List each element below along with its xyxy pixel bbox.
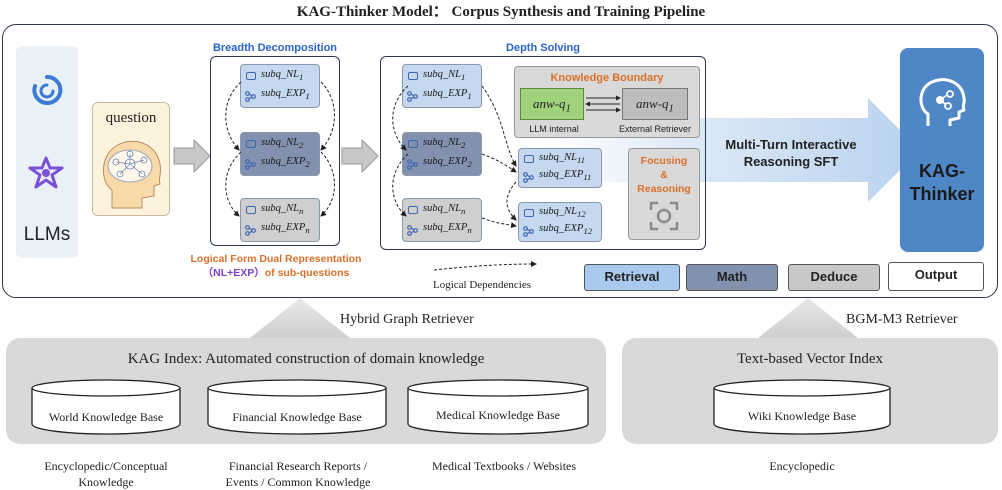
medical-kb-label: Medical Knowledge Base bbox=[436, 408, 560, 422]
branch-graph-icon bbox=[407, 225, 418, 236]
subq-exp: subq_EXP1 bbox=[261, 88, 310, 102]
hybrid-graph-retriever-label: Hybrid Graph Retriever bbox=[340, 312, 474, 327]
world-kb-label: World Knowledge Base bbox=[48, 410, 164, 424]
page-title: KAG-Thinker Model： Corpus Synthesis and … bbox=[296, 4, 706, 20]
subq-exp: subq_EXPn bbox=[423, 222, 472, 236]
logical-dependency-legend-arrow bbox=[433, 261, 537, 271]
depth-subq-n: subq_NLn subq_EXPn bbox=[402, 198, 482, 242]
chat-bubble-icon bbox=[524, 155, 534, 163]
subq-nl: subq_NL2 bbox=[423, 137, 466, 151]
depth-subq-1: subq_NL1 subq_EXP1 bbox=[402, 64, 482, 108]
subq-exp: subq_EXP2 bbox=[423, 156, 472, 170]
pipeline-frame bbox=[2, 24, 998, 298]
focusing-reasoning-label: Focusing & Reasoning bbox=[637, 155, 691, 195]
question-label: question bbox=[105, 110, 157, 126]
llms-label: LLMs bbox=[23, 224, 71, 245]
depth-subq-11: subq_NL11 subq_EXP11 bbox=[518, 148, 602, 188]
branch-graph-icon bbox=[245, 225, 256, 236]
legend-deduce: Deduce bbox=[788, 264, 880, 291]
world-kb-cylinder bbox=[31, 379, 181, 435]
breadth-subq-n: subq_NLn subq_EXPn bbox=[240, 198, 320, 242]
gemini-like-logo-icon bbox=[28, 156, 64, 189]
vector-index-title: Text-based Vector Index bbox=[736, 351, 884, 367]
chat-bubble-icon bbox=[246, 140, 256, 148]
arrow-icon bbox=[341, 138, 379, 174]
chat-bubble-icon bbox=[246, 72, 256, 80]
depth-panel bbox=[380, 56, 706, 250]
chat-bubble-icon bbox=[408, 206, 418, 214]
legend-math: Math bbox=[686, 264, 778, 291]
kag-thinker-box bbox=[900, 48, 984, 252]
logical-dependencies-label: Logical Dependencies bbox=[432, 279, 532, 291]
financial-kb-cylinder bbox=[207, 379, 387, 435]
subq-nl: subq_NLn bbox=[423, 203, 466, 217]
chat-bubble-icon bbox=[408, 72, 418, 80]
arrow-icon bbox=[173, 138, 211, 174]
llm-internal-label: LLM internal bbox=[529, 124, 579, 134]
subq-exp: subq_EXP1 bbox=[423, 88, 472, 102]
branch-graph-icon bbox=[245, 159, 256, 170]
subq-nl: subq_NL1 bbox=[261, 69, 304, 83]
head-brain-icon bbox=[919, 78, 966, 126]
branch-graph-icon bbox=[523, 226, 534, 237]
retriever-connectors bbox=[250, 298, 858, 338]
chat-bubble-icon bbox=[524, 209, 534, 217]
subq-exp: subq_EXP12 bbox=[539, 223, 593, 237]
subq-nl: subq_NLn bbox=[261, 203, 304, 217]
kag-thinker-label: KAG- Thinker bbox=[909, 161, 975, 204]
medical-kb-caption: Medical Textbooks / Websites bbox=[431, 459, 577, 473]
financial-kb-label: Financial Knowledge Base bbox=[232, 410, 362, 424]
medical-kb-cylinder bbox=[407, 379, 589, 435]
sft-label: Multi-Turn Interactive Reasoning SFT bbox=[725, 137, 857, 169]
depth-dependency-arrows bbox=[392, 85, 517, 228]
focusing-reasoning-box bbox=[628, 148, 700, 240]
branch-graph-icon bbox=[245, 91, 256, 102]
branch-graph-icon bbox=[407, 91, 418, 102]
branch-graph-icon bbox=[407, 159, 418, 170]
branch-graph-icon bbox=[523, 172, 534, 183]
anw-external: anw-q1 bbox=[622, 88, 688, 120]
head-brain-icon bbox=[103, 140, 162, 209]
kag-index-title: KAG Index: Automated construction of dom… bbox=[127, 351, 485, 367]
financial-kb-caption: Financial Research Reports /Events / Com… bbox=[225, 459, 371, 489]
depth-subq-12: subq_NL12 subq_EXP12 bbox=[518, 202, 602, 242]
legend-retrieval: Retrieval bbox=[584, 264, 680, 291]
chat-bubble-icon bbox=[246, 206, 256, 214]
knowledge-boundary-title: Knowledge Boundary bbox=[550, 72, 664, 84]
subq-exp: subq_EXPn bbox=[261, 222, 310, 236]
exchange-arrows-icon bbox=[585, 95, 621, 113]
bgm-retriever-label: BGM-M3 Retriever bbox=[846, 312, 958, 327]
breadth-subq-1: subq_NL1 subq_EXP1 bbox=[240, 64, 320, 108]
subq-exp: subq_EXP2 bbox=[261, 156, 310, 170]
openai-like-logo-icon bbox=[32, 74, 63, 105]
breadth-subq-2: subq_NL2 subq_EXP2 bbox=[240, 132, 320, 176]
subq-nl: subq_NL1 bbox=[423, 69, 466, 83]
focus-frame-icon bbox=[649, 201, 679, 231]
depth-title: Depth Solving bbox=[506, 42, 580, 54]
breadth-dependency-arrows bbox=[225, 81, 335, 217]
subq-nl: subq_NL12 bbox=[539, 206, 586, 220]
llms-panel bbox=[16, 46, 78, 258]
depth-subq-2: subq_NL2 subq_EXP2 bbox=[402, 132, 482, 176]
chat-bubble-icon bbox=[408, 140, 418, 148]
logical-form-caption: Logical Form Dual Representation （NL+EXP… bbox=[190, 253, 362, 279]
subq-nl: subq_NL11 bbox=[539, 152, 586, 166]
legend-output: Output bbox=[888, 262, 984, 291]
external-retriever-label: External Retriever bbox=[618, 124, 692, 134]
wiki-kb-cylinder bbox=[713, 379, 891, 435]
wiki-kb-caption: Encyclopedic bbox=[769, 459, 835, 473]
anw-llm-internal: anw-q1 bbox=[520, 88, 584, 120]
subq-nl: subq_NL2 bbox=[261, 137, 304, 151]
breadth-title: Breadth Decomposition bbox=[212, 42, 338, 54]
wiki-kb-label: Wiki Knowledge Base bbox=[747, 409, 857, 423]
subq-exp: subq_EXP11 bbox=[539, 169, 592, 183]
